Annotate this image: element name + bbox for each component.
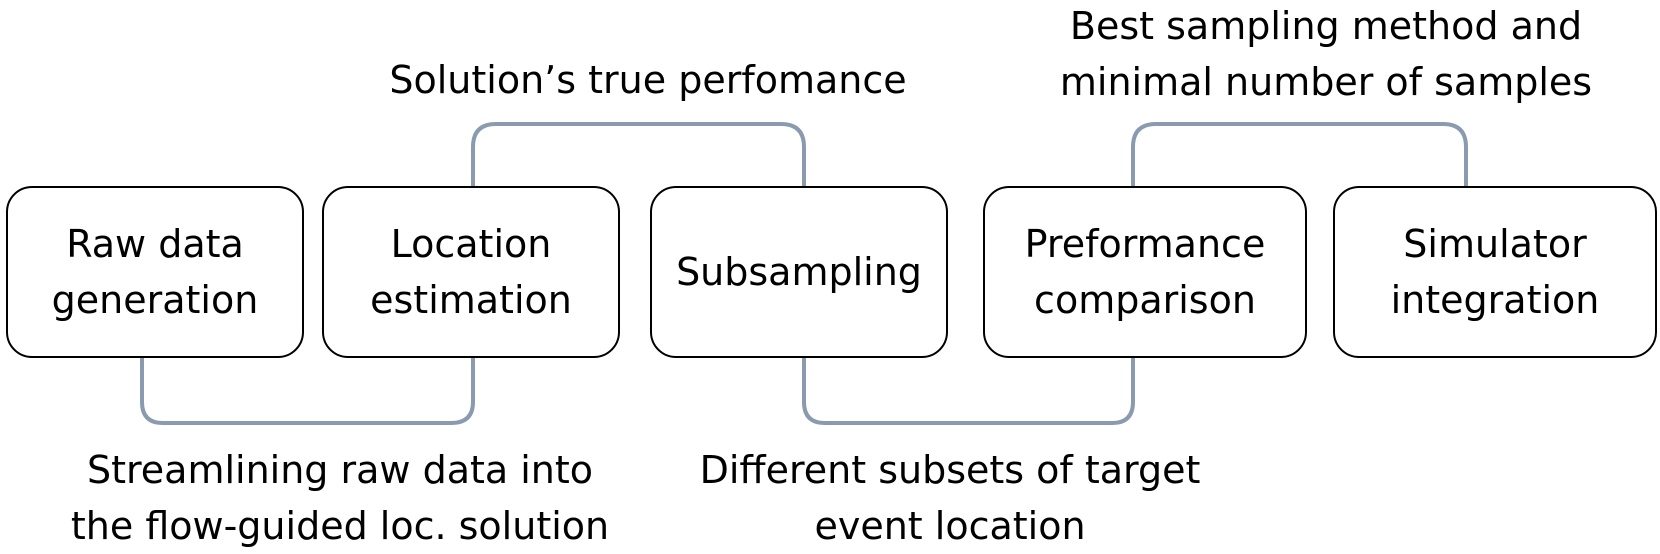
annotation-line1: Best sampling method and: [1069, 4, 1583, 48]
step-label-line2: estimation: [370, 278, 572, 322]
step-label-line1: Subsampling: [676, 250, 922, 294]
step-simulator-integration: Simulator integration: [1333, 186, 1657, 358]
annotation-streamlining: Streamlining raw data into the flow-guid…: [30, 442, 650, 554]
connector-top-location-to-subsampling: [471, 122, 806, 186]
annotation-line1: Streamlining raw data into: [86, 448, 594, 492]
step-label-line1: Preformance: [1024, 222, 1266, 266]
step-label-line1: Raw data: [66, 222, 244, 266]
annotation-line2: event location: [814, 504, 1086, 548]
step-location-estimation: Location estimation: [322, 186, 620, 358]
annotation-subsets: Different subsets of target event locati…: [650, 442, 1250, 554]
step-subsampling: Subsampling: [650, 186, 948, 358]
annotation-best-sampling: Best sampling method and minimal number …: [1016, 0, 1636, 110]
connector-bottom-subsampling-to-comparison: [802, 358, 1135, 425]
step-label-line2: integration: [1390, 278, 1600, 322]
step-label-line2: generation: [51, 278, 259, 322]
annotation-line1: Different subsets of target: [699, 448, 1201, 492]
annotation-line2: minimal number of samples: [1059, 60, 1593, 104]
step-raw-data-generation: Raw data generation: [6, 186, 304, 358]
annotation-line1: Solution’s true perfomance: [389, 58, 907, 102]
annotation-true-performance: Solution’s true perfomance: [348, 52, 948, 108]
step-label-line1: Location: [390, 222, 552, 266]
step-performance-comparison: Preformance comparison: [983, 186, 1307, 358]
step-label-line2: comparison: [1034, 278, 1256, 322]
annotation-line2: the flow-guided loc. solution: [70, 504, 610, 548]
step-label-line1: Simulator: [1403, 222, 1587, 266]
connector-top-comparison-to-simulator: [1131, 122, 1468, 186]
connector-bottom-generation-to-estimation: [140, 358, 475, 425]
